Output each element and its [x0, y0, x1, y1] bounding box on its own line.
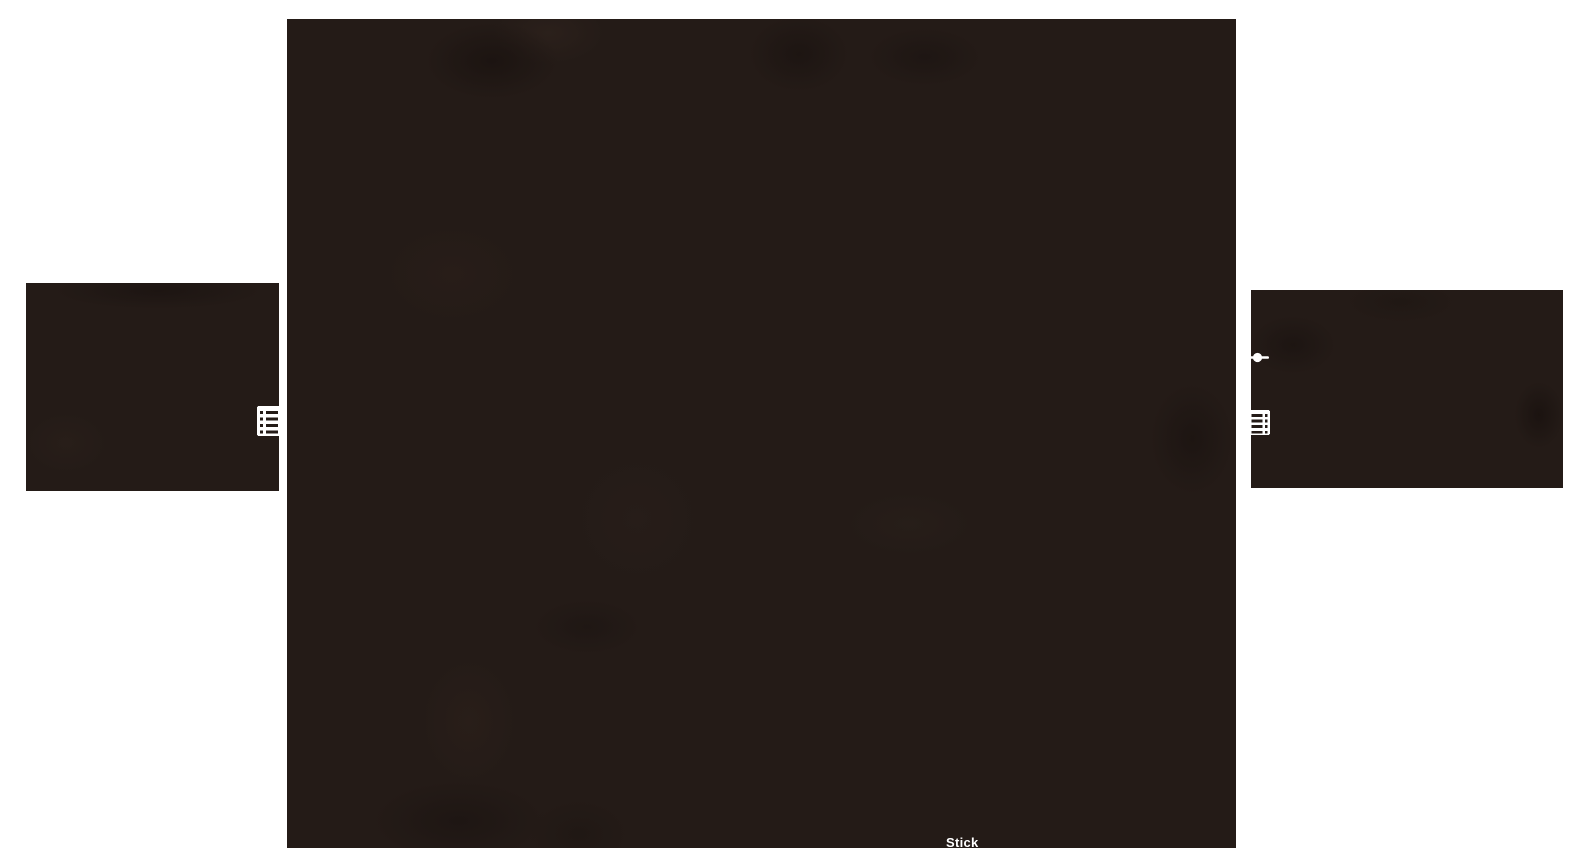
next-photo[interactable] — [1247, 290, 1563, 488]
list-icon[interactable] — [257, 406, 281, 436]
list-icon[interactable] — [1249, 410, 1270, 435]
current-photo[interactable]: Stick — [287, 19, 1236, 848]
slider-handle-icon[interactable] — [1247, 352, 1269, 363]
previous-photo[interactable] — [26, 283, 281, 491]
photo-caption: Stick — [946, 835, 979, 848]
